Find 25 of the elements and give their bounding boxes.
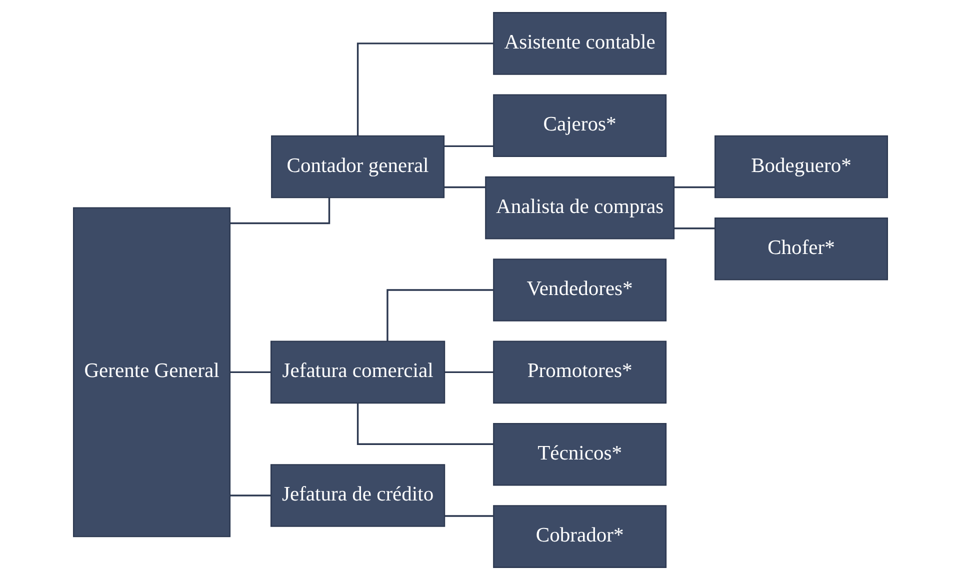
connector — [674, 228, 715, 230]
node-box: Cajeros* — [493, 94, 667, 158]
connector — [444, 186, 486, 188]
node-box: Jefatura comercial — [270, 340, 446, 404]
connector — [230, 371, 271, 374]
connector — [230, 198, 330, 224]
node-box: Vendedores* — [493, 258, 667, 322]
node-box: Bodeguero* — [714, 135, 888, 198]
node-box: Chofer* — [714, 218, 888, 280]
connector — [444, 515, 494, 517]
node-box: Contador general — [271, 135, 445, 198]
node-box: Gerente General — [73, 207, 231, 538]
node-box: Asistente contable — [493, 12, 667, 75]
connector — [386, 289, 494, 342]
connector — [356, 403, 494, 445]
node-box: Cobrador* — [493, 505, 667, 568]
connector — [444, 371, 494, 374]
connector — [444, 145, 494, 148]
connector — [230, 494, 271, 496]
node-box: Jefatura de crédito — [270, 464, 446, 527]
node-box: Promotores* — [493, 340, 667, 404]
node-box: Técnicos* — [493, 422, 667, 486]
connector — [674, 186, 715, 188]
node-box: Analista de compras — [485, 176, 675, 240]
connector — [356, 42, 494, 136]
